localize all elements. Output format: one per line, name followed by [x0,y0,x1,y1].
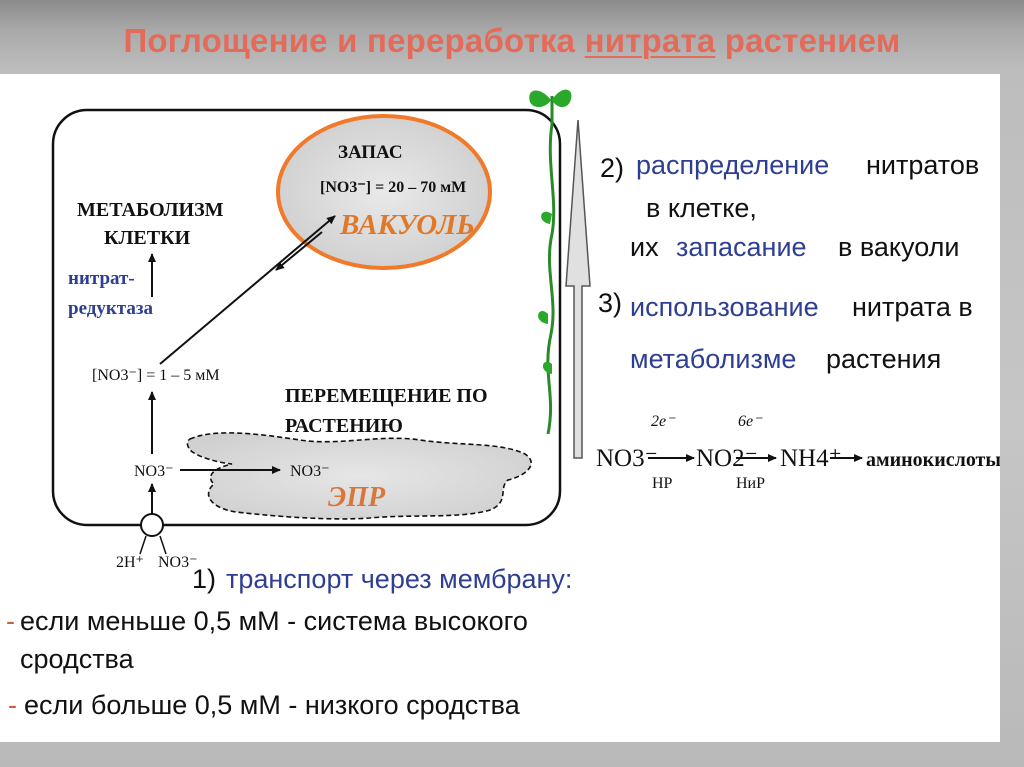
reaction-enzyme-2: НиР [736,475,765,492]
nitrate-inner: NO3⁻ [134,463,174,480]
plant-leaf-1 [541,211,552,224]
bullet1-line2: сродства [20,644,135,674]
point3-line2-black: растения [826,344,941,374]
cell-outline [51,108,562,527]
enzyme-label-line2: редуктаза [68,298,154,319]
title-underlined-word: нитрата [584,22,716,59]
point2-line2: в клетке, [646,193,757,223]
proton-label: 2H⁺ [116,554,144,571]
point2-line3-prefix: их [630,232,659,262]
arrow-from-vacuole [275,231,323,271]
enzyme-label-line1: нитрат- [68,268,135,289]
reaction-electrons-2: 6e⁻ [738,413,763,430]
vacuole [276,114,492,270]
reaction-enzyme-1: НР [652,475,673,492]
reaction-product: аминокислоты [866,449,1000,471]
point3-black-text: нитрата в [852,292,973,322]
bullet1-marker: - [6,606,15,636]
point2-black-text: нитратов [866,150,979,180]
reaction-electrons-1: 2e⁻ [651,413,676,430]
storage-title: ЗАПАС [338,142,403,163]
slide-title: Поглощение и переработка нитрата растени… [0,22,1024,60]
upward-transport-arrow [565,119,591,459]
title-part2: растением [715,22,901,59]
plant-leaf-3 [542,361,552,374]
reaction-nitrate: NO3⁻ [596,445,658,472]
plant-leaf-2 [538,310,548,324]
point1-blue-text: транспорт через мембрану: [226,564,572,594]
transporter-protein [140,513,164,537]
nitrate-path [159,535,167,555]
metabolism-label-line2: КЛЕТКИ [104,227,191,249]
nitrate-diagram: ЗАПАС [NO3⁻] = 20 – 70 мМ ВАКУОЛЬ МЕТАБО… [6,89,1000,720]
arrow-to-vacuole [159,215,336,365]
bullet2-text: если больше 0,5 мМ - низкого сродства [24,690,521,720]
title-part1: Поглощение и переработка [123,22,585,59]
point2-line3-blue: запасание [676,232,807,262]
er-shape [186,432,532,520]
point3-number: 3) [598,288,622,318]
vacuole-concentration: [NO3⁻] = 20 – 70 мМ [320,179,466,196]
content-panel: ЗАПАС [NO3⁻] = 20 – 70 мМ ВАКУОЛЬ МЕТАБО… [0,74,1000,742]
proton-path [139,535,147,555]
vacuole-label: ВАКУОЛЬ [339,209,475,241]
plant-leaf-top-right [552,89,572,108]
point3-blue-text: использование [630,292,819,322]
point2-blue-text: распределение [636,150,829,180]
bullet1-line1: если меньше 0,5 мМ - система высокого [20,606,528,636]
point2-number: 2) [600,153,624,183]
transport-label-line1: ПЕРЕМЕЩЕНИЕ ПО [285,385,488,407]
point3-line2-blue: метаболизме [630,344,796,374]
transport-label-line2: РАСТЕНИЮ [285,415,403,437]
point1-number: 1) [192,564,216,594]
bullet2-marker: - [8,690,17,720]
nitrate-outside-label: NO3⁻ [158,554,198,571]
plant-leaf-top-left [529,90,551,108]
plant-stem [546,96,556,435]
er-label: ЭПР [328,482,386,513]
point2-line3-suffix: в вакуоли [838,232,959,262]
nitrate-in-er: NO3⁻ [290,463,330,480]
cytosol-concentration: [NO3⁻] = 1 – 5 мМ [92,367,220,384]
metabolism-label-line1: МЕТАБОЛИЗМ [77,199,224,221]
